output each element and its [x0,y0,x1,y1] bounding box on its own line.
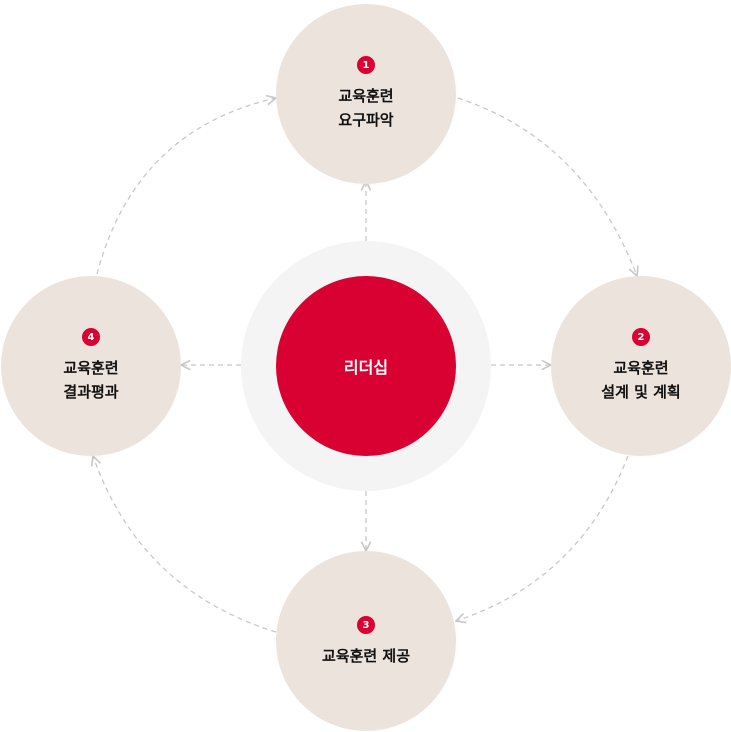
cycle-arrow-3-to-4 [93,456,277,633]
stage-node-4: 4 교육훈련 결과평과 [1,276,181,456]
stage-label: 교육훈련 결과평과 [63,359,119,401]
center-node: 리더십 [276,276,456,456]
stage-number-badge: 2 [632,328,650,346]
stage-number-badge: 4 [82,328,100,346]
stage-number-badge: 3 [357,616,375,634]
stage-node-1: 1 교육훈련 요구파악 [276,4,456,184]
cycle-arrow-1-to-2 [457,97,637,276]
cycle-arrow-2-to-3 [456,455,629,621]
stage-node-3: 3 교육훈련 제공 [276,551,456,731]
stage-label: 교육훈련 요구파악 [338,87,394,129]
stage-node-2: 2 교육훈련 설계 및 계획 [551,276,731,456]
stage-label: 교육훈련 제공 [321,647,411,665]
cycle-arrow-4-to-1 [96,98,276,275]
stage-number-badge: 1 [357,56,375,74]
stage-label: 교육훈련 설계 및 계획 [601,359,681,401]
center-label: 리더십 [343,358,389,377]
